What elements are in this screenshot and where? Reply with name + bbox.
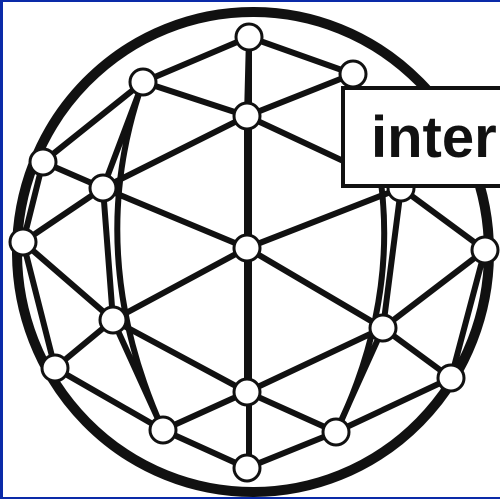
- globe-node: [10, 229, 36, 255]
- globe-node: [340, 61, 366, 87]
- globe-node: [236, 24, 262, 50]
- globe-node: [234, 455, 260, 481]
- label-text: inter: [371, 100, 497, 176]
- globe-node: [370, 315, 396, 341]
- globe-node: [234, 103, 260, 129]
- globe-node: [130, 69, 156, 95]
- globe-node: [150, 417, 176, 443]
- globe-node: [234, 235, 260, 261]
- globe-node: [438, 365, 464, 391]
- globe-node: [472, 237, 498, 263]
- network-globe-icon: [3, 2, 500, 499]
- globe-node: [100, 307, 126, 333]
- globe-node: [42, 355, 68, 381]
- label-box: inter: [341, 86, 500, 188]
- globe-node: [323, 419, 349, 445]
- globe-node: [234, 379, 260, 405]
- globe-node: [90, 175, 116, 201]
- globe-node: [30, 149, 56, 175]
